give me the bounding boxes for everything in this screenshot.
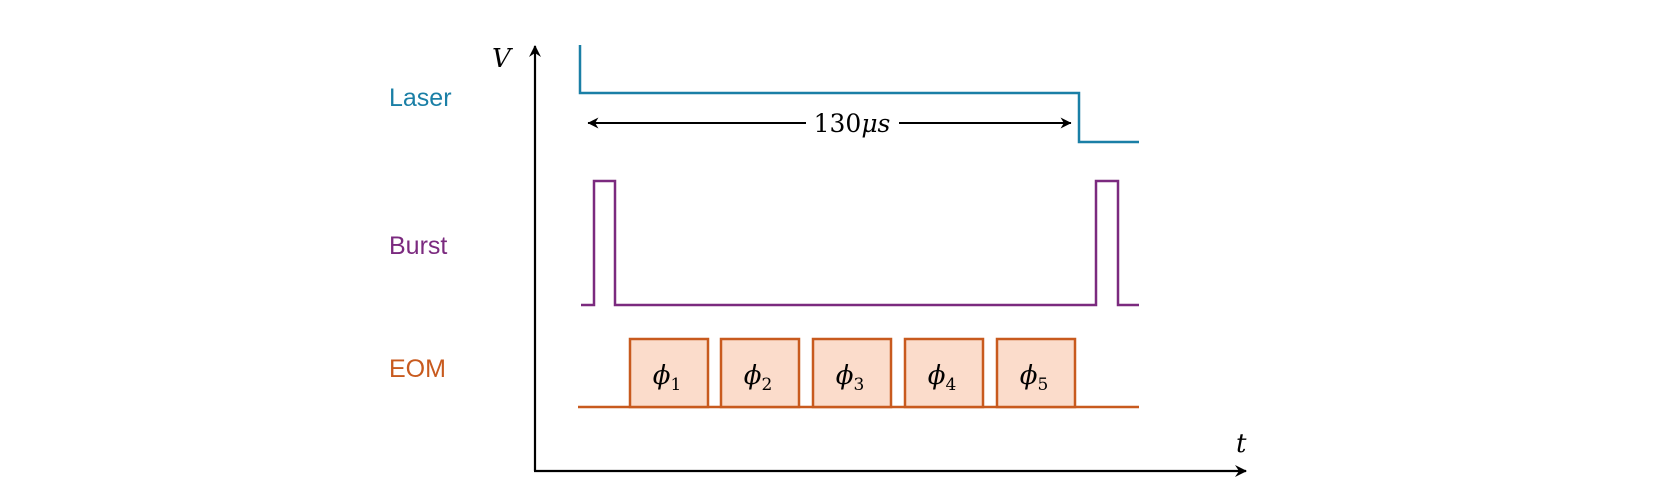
eom-phase-box-4: ϕ4	[903, 337, 985, 409]
svg-text:ϕ5: ϕ5	[1020, 361, 1049, 395]
x-axis-label: t	[1236, 429, 1247, 459]
eom-label: EOM	[389, 355, 446, 383]
svg-text:ϕ2: ϕ2	[744, 361, 773, 395]
svg-text:ϕ4: ϕ4	[928, 361, 957, 395]
burst-label: Burst	[389, 232, 447, 260]
duration-unit: μs	[861, 109, 890, 138]
eom-phase-box-1: ϕ1	[628, 337, 710, 409]
burst-waveform	[581, 179, 1139, 307]
laser-label: Laser	[389, 84, 452, 112]
eom-phase-box-3: ϕ3	[811, 337, 893, 409]
duration-value: 130	[814, 109, 862, 138]
phase-symbol: ϕ	[928, 361, 946, 391]
phase-symbol: ϕ	[1020, 361, 1038, 391]
phase-subscript: 3	[853, 375, 864, 395]
eom-phase-box-2: ϕ2	[719, 337, 801, 409]
svg-text:ϕ3: ϕ3	[836, 361, 865, 395]
phase-symbol: ϕ	[836, 361, 854, 391]
phase-symbol: ϕ	[653, 361, 671, 391]
phase-subscript: 1	[670, 375, 681, 395]
y-axis-label: V	[492, 44, 513, 74]
svg-text:ϕ1: ϕ1	[653, 361, 682, 395]
duration-label: 130μs	[814, 109, 891, 138]
phase-symbol: ϕ	[744, 361, 762, 391]
laser-waveform	[578, 45, 1139, 144]
phase-subscript: 4	[945, 375, 956, 395]
phase-subscript: 5	[1037, 375, 1048, 395]
phase-subscript: 2	[761, 375, 772, 395]
eom-phase-box-5: ϕ5	[995, 337, 1077, 409]
